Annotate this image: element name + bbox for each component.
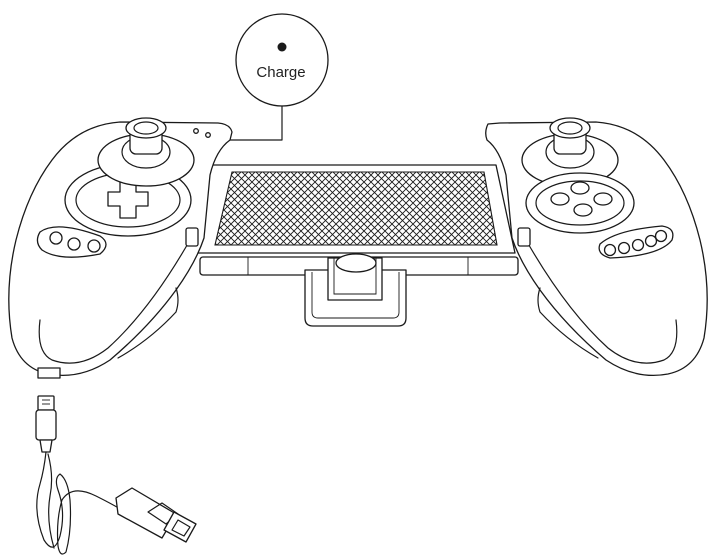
charge-led-icon [277,42,287,52]
usb-cable-icon [35,395,197,555]
left-grip [8,117,233,379]
charge-label: Charge [256,64,306,81]
phone-holder [197,164,519,327]
charge-callout [214,13,329,141]
right-grip [485,117,708,377]
